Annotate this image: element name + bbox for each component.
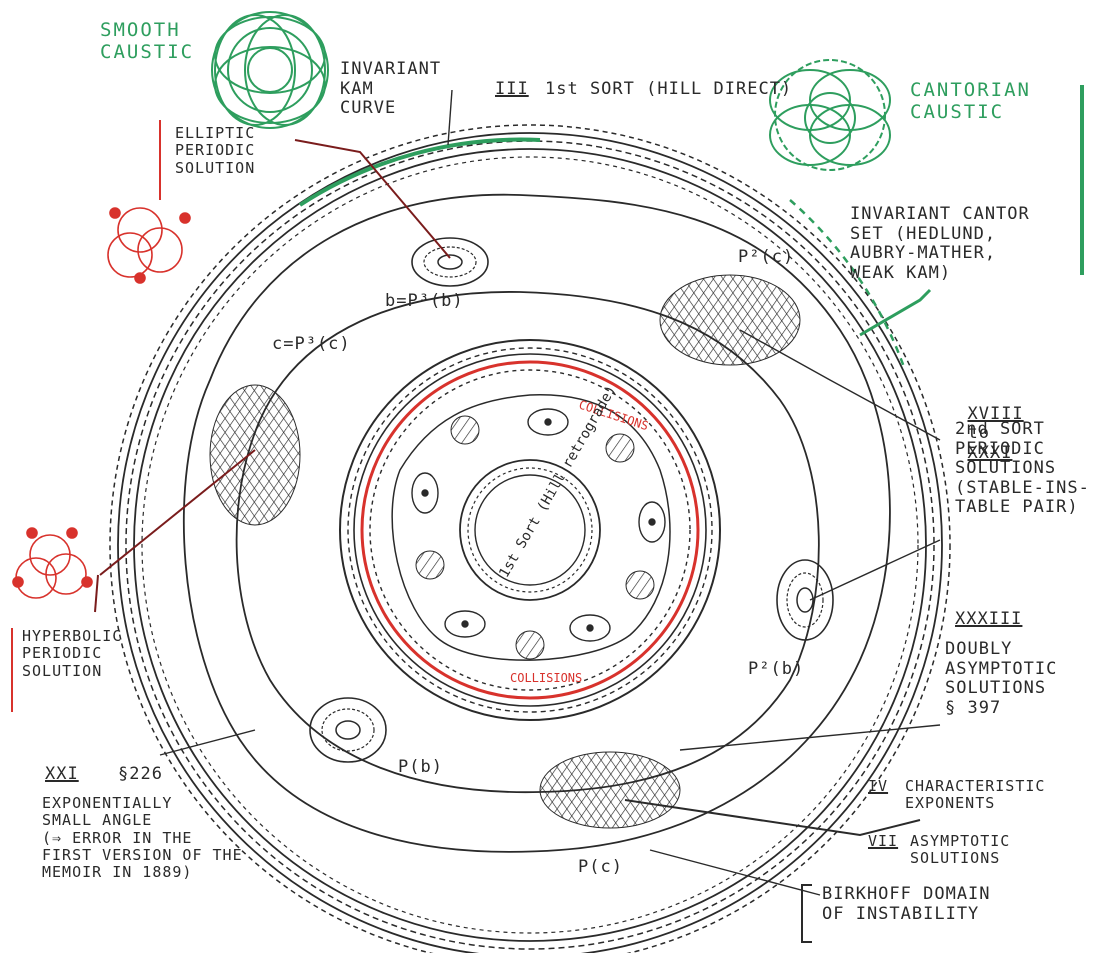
elliptic-label: ELLIPTIC PERIODIC SOLUTION xyxy=(175,125,255,177)
invariant-kam-label: INVARIANT KAM CURVE xyxy=(340,60,441,119)
pb-label: P(b) xyxy=(398,758,443,778)
hyperbolic-orbit-icon xyxy=(13,528,92,598)
p2b-label: P²(b) xyxy=(748,660,804,680)
smooth-caustic-icon xyxy=(212,12,328,128)
pc-label: P(c) xyxy=(578,858,623,878)
smooth-caustic-label: SMOOTH CAUSTIC xyxy=(100,20,194,64)
trefoil-orbit-icon xyxy=(108,208,190,283)
inner-sort-label: 1st Sort (Hill retrograde) xyxy=(496,383,619,581)
collisions-bottom-label: COLLISIONS xyxy=(510,671,582,685)
characteristic-exponents-label: CHARACTERISTIC EXPONENTS xyxy=(905,778,1045,813)
p2c-label: P²(c) xyxy=(738,248,794,268)
roman-iii: III xyxy=(495,80,529,100)
first-sort-label: 1st SORT (HILL DIRECT) xyxy=(545,80,792,100)
c-p3c-label: c=P³(c) xyxy=(272,335,351,355)
section-226: §226 xyxy=(118,765,163,785)
b-p3b-label: b=P³(b) xyxy=(385,292,464,312)
cantorian-caustic-label: CANTORIAN CAUSTIC xyxy=(910,80,1031,124)
hyperbolic-label: HYPERBOLIC PERIODIC SOLUTION xyxy=(22,628,122,680)
asymptotic-solutions-label: ASYMPTOTIC SOLUTIONS xyxy=(910,833,1010,868)
cantor-set-label: INVARIANT CANTOR SET (HEDLUND, AUBRY-MAT… xyxy=(850,205,1030,283)
roman-vii: VII xyxy=(868,833,898,850)
birkhoff-label: BIRKHOFF DOMAIN OF INSTABILITY xyxy=(822,885,991,924)
roman-xxxiii: XXXIII xyxy=(955,610,1022,630)
second-sort-label: 2nd SORT PERIODIC SOLUTIONS (STABLE-INS-… xyxy=(955,420,1090,518)
roman-xxi: XXI xyxy=(45,765,79,785)
exponentially-small-label: EXPONENTIALLY SMALL ANGLE (⇒ ERROR IN TH… xyxy=(42,795,243,881)
cantorian-caustic-icon xyxy=(770,60,890,170)
inner-hatch xyxy=(416,416,654,659)
hyperbolic-zones xyxy=(210,275,800,828)
roman-iv: IV xyxy=(868,778,888,795)
birkhoff-bracket xyxy=(802,885,812,942)
doubly-asymptotic-label: DOUBLY ASYMPTOTIC SOLUTIONS § 397 xyxy=(945,640,1057,718)
